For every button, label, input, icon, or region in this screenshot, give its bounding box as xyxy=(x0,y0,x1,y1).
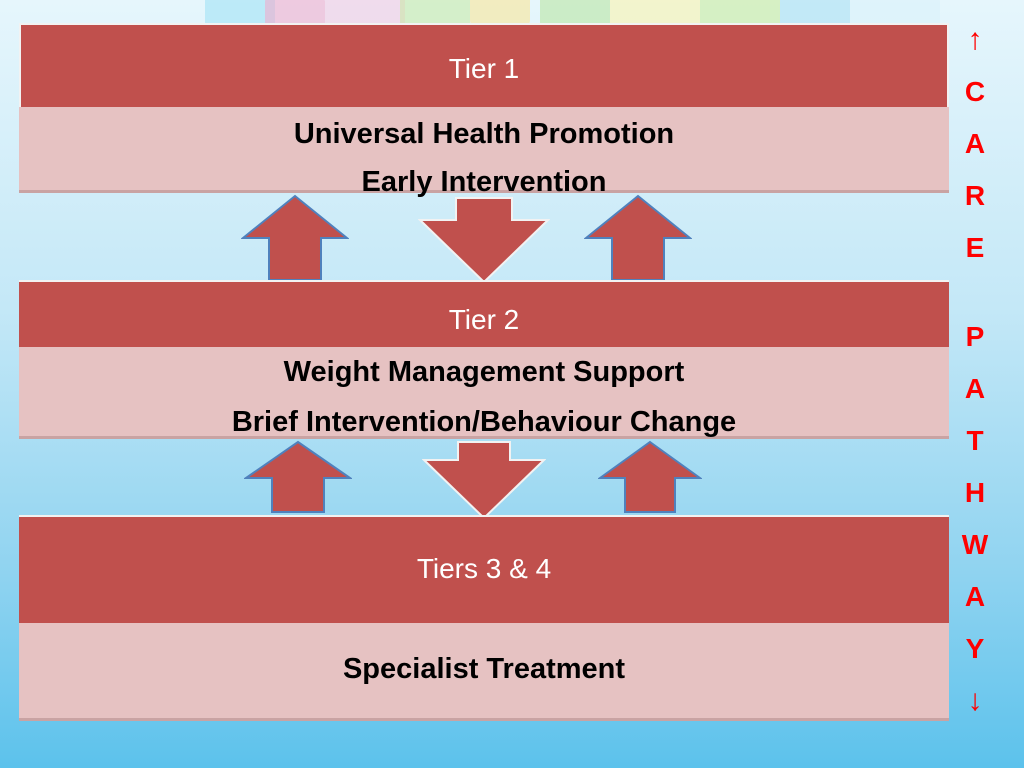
up-arrow-icon: ↑ xyxy=(967,23,983,56)
tier-2-line-1: Weight Management Support xyxy=(283,356,685,388)
pathway-letter: R xyxy=(964,180,986,211)
down-arrow-icon xyxy=(422,441,546,520)
tier-1-line-1: Universal Health Promotion xyxy=(293,118,675,150)
tiers-3-4-line-1: Specialist Treatment xyxy=(342,653,626,685)
pathway-letter: T xyxy=(966,425,984,456)
care-pathway-label: ↑ C A R E P A T H W A Y ↓ xyxy=(952,14,998,727)
pathway-letter: P xyxy=(965,321,985,352)
tier-2-line-2: Brief Intervention/Behaviour Change xyxy=(231,406,737,438)
tier-1-description: Universal Health Promotion Early Interve… xyxy=(19,107,949,198)
down-arrow-icon: ↓ xyxy=(967,684,983,717)
pathway-letter: W xyxy=(961,529,989,560)
down-arrow-icon xyxy=(418,197,550,284)
up-arrow-icon xyxy=(584,194,692,281)
tier-2-box: Tier 2 Weight Management Support Brief I… xyxy=(19,280,949,439)
tier-2-description: Weight Management Support Brief Interven… xyxy=(19,347,949,439)
pathway-letter: E xyxy=(965,232,985,263)
up-arrow-icon xyxy=(598,440,702,513)
tier-2-title: Tier 2 xyxy=(19,280,949,347)
tiers-3-4-description: Specialist Treatment xyxy=(19,623,949,721)
tiers-3-4-title: Tiers 3 & 4 xyxy=(19,515,949,623)
word-gap xyxy=(952,274,998,311)
pathway-letter: C xyxy=(964,76,986,107)
tiers-3-4-box: Tiers 3 & 4 Specialist Treatment xyxy=(19,515,949,721)
pathway-letter: H xyxy=(964,477,986,508)
up-arrow-icon xyxy=(241,194,349,281)
tier-1-box: Tier 1 Universal Health Promotion Early … xyxy=(19,23,949,198)
pathway-letter: A xyxy=(964,373,986,404)
pathway-letter: Y xyxy=(965,633,985,664)
pathway-letter: A xyxy=(964,128,986,159)
pathway-letter: A xyxy=(964,581,986,612)
tier-1-line-2: Early Intervention xyxy=(361,166,607,198)
tier-1-title: Tier 1 xyxy=(19,23,949,107)
up-arrow-icon xyxy=(244,440,352,513)
